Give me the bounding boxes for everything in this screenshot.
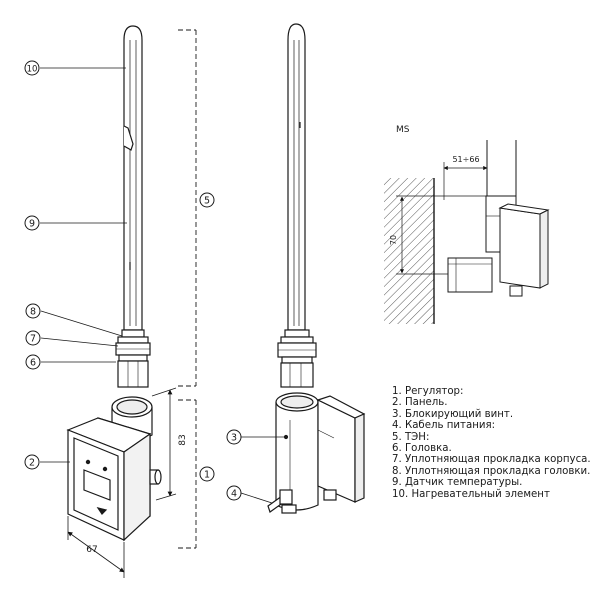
callout-10: 10 [24,60,40,76]
ms-view [384,140,550,324]
legend-item: 5. ТЭН: [392,431,430,443]
legend-item: 4. Кабель питания: [392,420,496,432]
callout-1-label: 1 [204,470,210,481]
middle-view [240,23,366,514]
dimension-83-label: 83 [178,434,188,445]
callout-1: 1 [199,466,215,482]
dimension-ms-height [396,195,488,275]
callout-2: 2 [24,454,40,470]
callout-8: 8 [25,303,41,319]
left-view [40,25,197,578]
callout-5: 5 [199,192,215,208]
legend-item: 7. Уплотняющая прокладка корпуса. [392,454,591,466]
regulator-body-left [66,396,162,542]
legend-item: 10. Нагревательный элемент [392,488,550,500]
dimension-ms-height-label: 70 [389,235,398,245]
callout-9: 9 [24,215,40,231]
legend-item: 2. Панель. [392,397,448,409]
callout-7: 7 [25,330,41,346]
legend-item: 3. Блокирующий винт. [392,408,514,420]
heating-element-rod-left [123,25,143,331]
callout-7-label: 7 [30,334,36,345]
callout-3: 3 [226,429,242,445]
ms-label: MS [396,125,410,135]
heating-element-rod-middle [287,23,306,331]
leader-lines-left [40,67,127,463]
legend-item: 9. Датчик температуры. [392,477,523,489]
legend-item: 6. Головка. [392,443,452,455]
head-nut-middle [277,329,317,388]
bracket-5 [178,29,197,387]
dimension-ms-offset-label: 51÷66 [452,155,479,164]
wall-hatch [384,178,434,324]
callout-5-label: 5 [204,196,210,207]
callout-4: 4 [226,485,242,501]
dimension-ms-offset [443,162,488,200]
callout-6-label: 6 [30,358,36,369]
dimension-83 [151,387,177,501]
callout-6: 6 [25,354,41,370]
dimension-67-label: 67 [86,545,97,555]
callout-10-label: 10 [27,65,38,75]
legend-item: 8. Уплотняющая прокладка головки. [392,465,591,477]
legend-item: 1. Регулятор: [392,386,464,397]
dimension-67 [67,516,125,578]
leader-lines-middle [240,436,284,504]
callout-3-label: 3 [231,433,237,444]
bracket-1 [178,399,197,549]
head-nut-left [115,329,151,388]
callout-9-label: 9 [29,219,35,230]
regulator-body-middle [267,392,366,514]
callouts: 10 9 8 7 6 2 5 1 [24,60,242,501]
callout-4-label: 4 [231,489,237,500]
parts-legend: 1. Регулятор: 2. Панель. 3. Блокирующий … [392,386,591,500]
callout-8-label: 8 [30,307,36,318]
callout-2-label: 2 [29,458,35,469]
